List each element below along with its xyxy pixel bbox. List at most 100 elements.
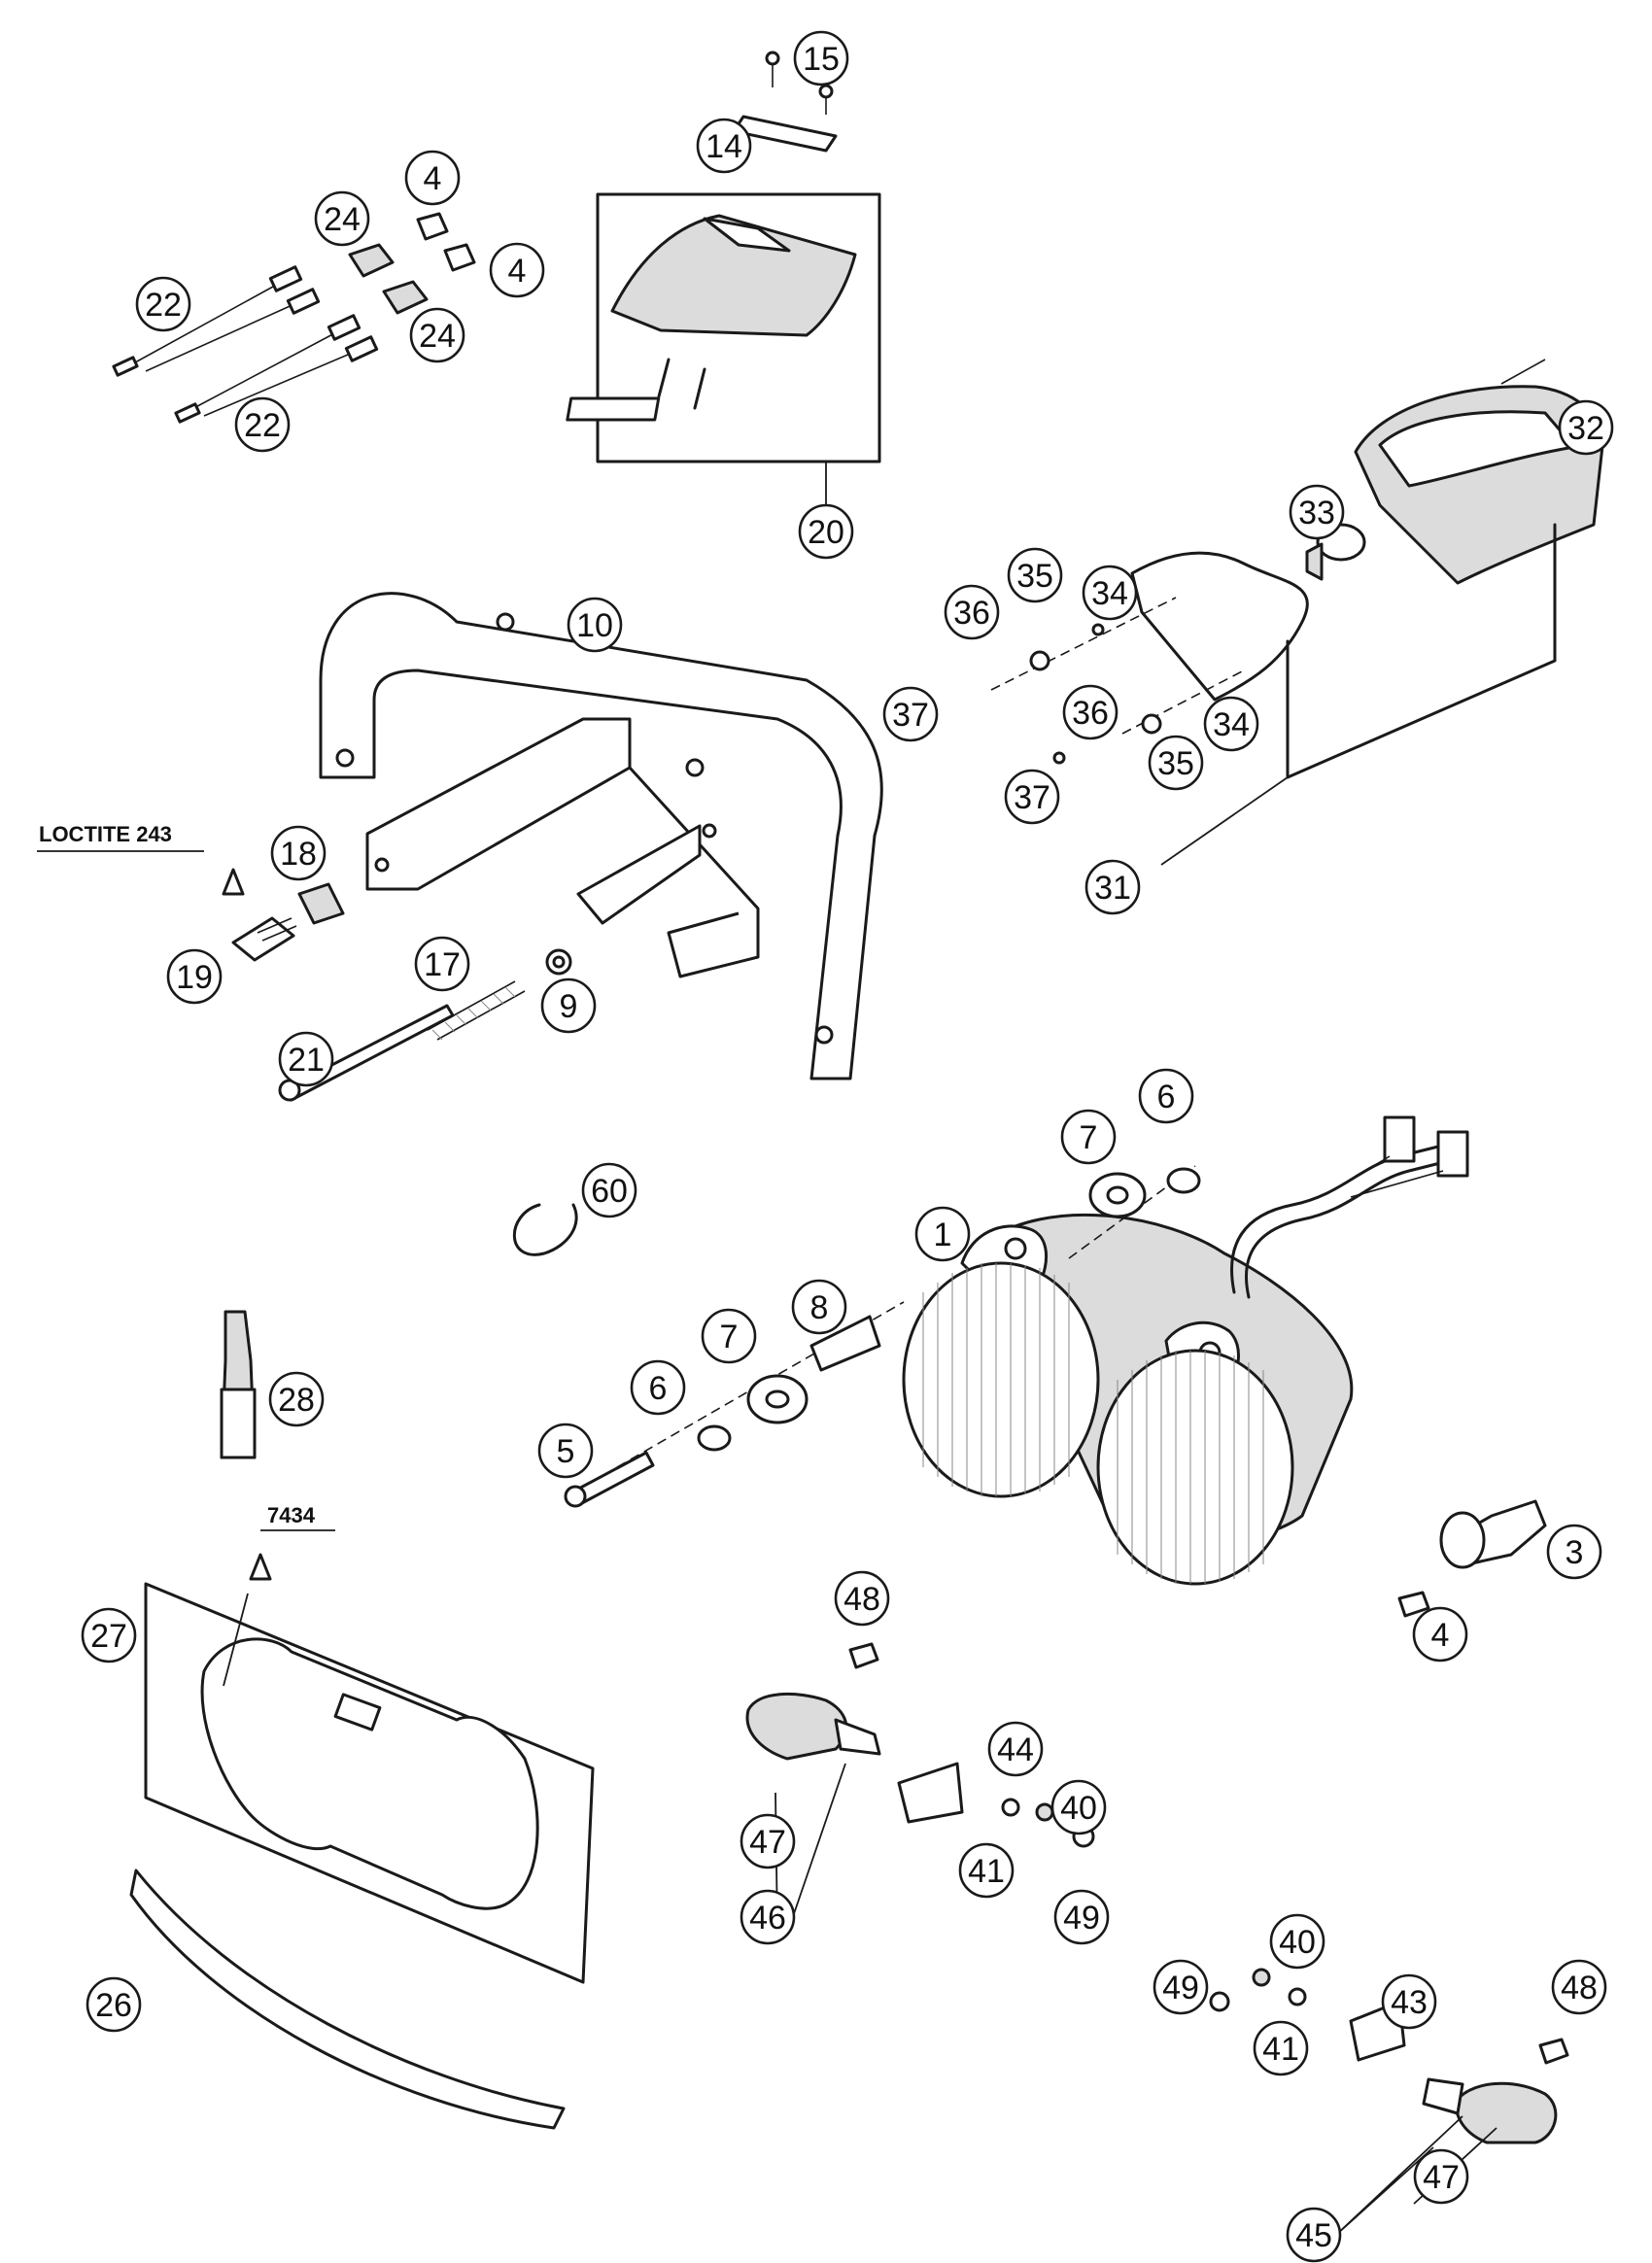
callout-number: 60 — [591, 1173, 628, 1210]
callout-number: 34 — [1213, 706, 1250, 743]
callout-number: 14 — [706, 128, 742, 165]
callout-c17: 17 — [414, 936, 470, 992]
callout-number: 18 — [280, 836, 317, 873]
callout-number: 15 — [803, 41, 840, 78]
callout-ring — [791, 1279, 847, 1335]
callout-number: 22 — [244, 407, 281, 444]
callout-number: 7 — [1080, 1119, 1098, 1156]
callout-ring — [1007, 547, 1063, 603]
callout-ring — [581, 1162, 637, 1218]
callout-number: 35 — [1016, 558, 1053, 595]
threadlocker-bottle — [220, 1310, 257, 1459]
callout-ring — [798, 503, 854, 560]
callout-ring — [1558, 399, 1614, 456]
callout-ring — [489, 242, 545, 298]
callout-number: 41 — [968, 1853, 1005, 1890]
plate-light-assembly — [566, 51, 881, 505]
callout-c47a: 47 — [740, 1813, 796, 1869]
callout-number: 7 — [720, 1319, 739, 1355]
callout-number: 20 — [808, 514, 844, 551]
callout-ring — [1289, 484, 1345, 540]
callout-number: 49 — [1162, 1970, 1199, 2006]
callout-c7a: 7 — [1060, 1109, 1117, 1165]
callout-number: 36 — [953, 595, 990, 632]
callout-ring — [882, 686, 939, 742]
callout-c35b: 35 — [1148, 735, 1204, 791]
callout-ring — [1062, 684, 1119, 740]
callout-c48b: 48 — [1551, 1959, 1607, 2015]
callout-c35a: 35 — [1007, 547, 1063, 603]
callout-ring — [630, 1359, 686, 1416]
callout-ring — [1381, 1973, 1437, 2030]
callout-ring — [1053, 1889, 1110, 1945]
turn-signal-right — [1209, 1968, 1558, 2236]
callout-number: 43 — [1391, 1984, 1428, 2021]
callout-number: 44 — [997, 1732, 1034, 1768]
callout-number: 21 — [288, 1042, 325, 1079]
callout-number: 31 — [1094, 870, 1131, 907]
callout-number: 33 — [1298, 495, 1335, 531]
callout-c34b: 34 — [1203, 696, 1259, 752]
callout-ring — [958, 1842, 1015, 1899]
callout-c49b: 49 — [1153, 1959, 1209, 2015]
callout-ring — [404, 150, 461, 206]
callout-number: 24 — [324, 201, 361, 238]
callout-c37b: 37 — [1004, 769, 1060, 825]
callout-ring — [135, 276, 191, 332]
callout-c20: 20 — [798, 503, 854, 560]
callout-number: 4 — [1431, 1617, 1450, 1654]
callout-number: 35 — [1157, 745, 1194, 782]
callout-c19: 19 — [166, 948, 223, 1005]
callout-number: 47 — [749, 1824, 786, 1861]
callout-ring — [740, 1889, 796, 1945]
callout-c7b: 7 — [701, 1308, 757, 1364]
callout-c36b: 36 — [1062, 684, 1119, 740]
callout-number: 17 — [424, 946, 461, 983]
callout-c18: 18 — [270, 825, 327, 881]
callout-ring — [234, 396, 291, 453]
callout-ring — [314, 190, 370, 247]
callout-ring — [944, 584, 1000, 640]
callout-number: 8 — [810, 1289, 829, 1326]
callout-number: 46 — [749, 1900, 786, 1937]
callout-c6b: 6 — [630, 1359, 686, 1416]
callout-ring — [414, 936, 470, 992]
callout-c10: 10 — [567, 597, 623, 653]
callout-ring — [1153, 1959, 1209, 2015]
callout-number: 24 — [419, 318, 456, 355]
callout-number: 37 — [1014, 779, 1050, 816]
callout-ring — [81, 1607, 137, 1663]
callout-number: 41 — [1262, 2031, 1299, 2068]
callout-c41b: 41 — [1253, 2020, 1309, 2076]
callout-c47b: 47 — [1413, 2148, 1469, 2205]
callout-ring — [1253, 2020, 1309, 2076]
callout-ring — [740, 1813, 796, 1869]
callout-ring — [793, 30, 849, 86]
callout-number: 48 — [843, 1581, 880, 1618]
callout-ring — [1203, 696, 1259, 752]
callout-c40b: 40 — [1269, 1913, 1325, 1970]
callout-number: 1 — [934, 1217, 952, 1253]
callout-c48a: 48 — [834, 1570, 890, 1627]
callout-c1: 1 — [914, 1206, 971, 1262]
callout-c6a: 6 — [1138, 1068, 1194, 1124]
callout-c31: 31 — [1084, 859, 1141, 915]
callout-c26: 26 — [86, 1976, 142, 2033]
headlight-mask — [129, 1553, 595, 2130]
callout-number: 3 — [1566, 1534, 1584, 1571]
bulbs — [848, 1499, 1569, 2065]
callout-c44: 44 — [987, 1721, 1044, 1777]
callout-number: 5 — [557, 1433, 575, 1470]
headlight-fasteners — [564, 1165, 1201, 1508]
callout-ring — [86, 1976, 142, 2033]
callout-c4b: 4 — [489, 242, 545, 298]
callout-ring — [914, 1206, 971, 1262]
callout-c14: 14 — [696, 118, 752, 174]
callout-c37a: 37 — [882, 686, 939, 742]
code-7434-note: 7434 — [267, 1503, 316, 1527]
callout-c4c: 4 — [1412, 1606, 1468, 1663]
callout-ring — [540, 977, 597, 1034]
callout-number: 36 — [1072, 695, 1109, 732]
callout-ring — [1269, 1913, 1325, 1970]
